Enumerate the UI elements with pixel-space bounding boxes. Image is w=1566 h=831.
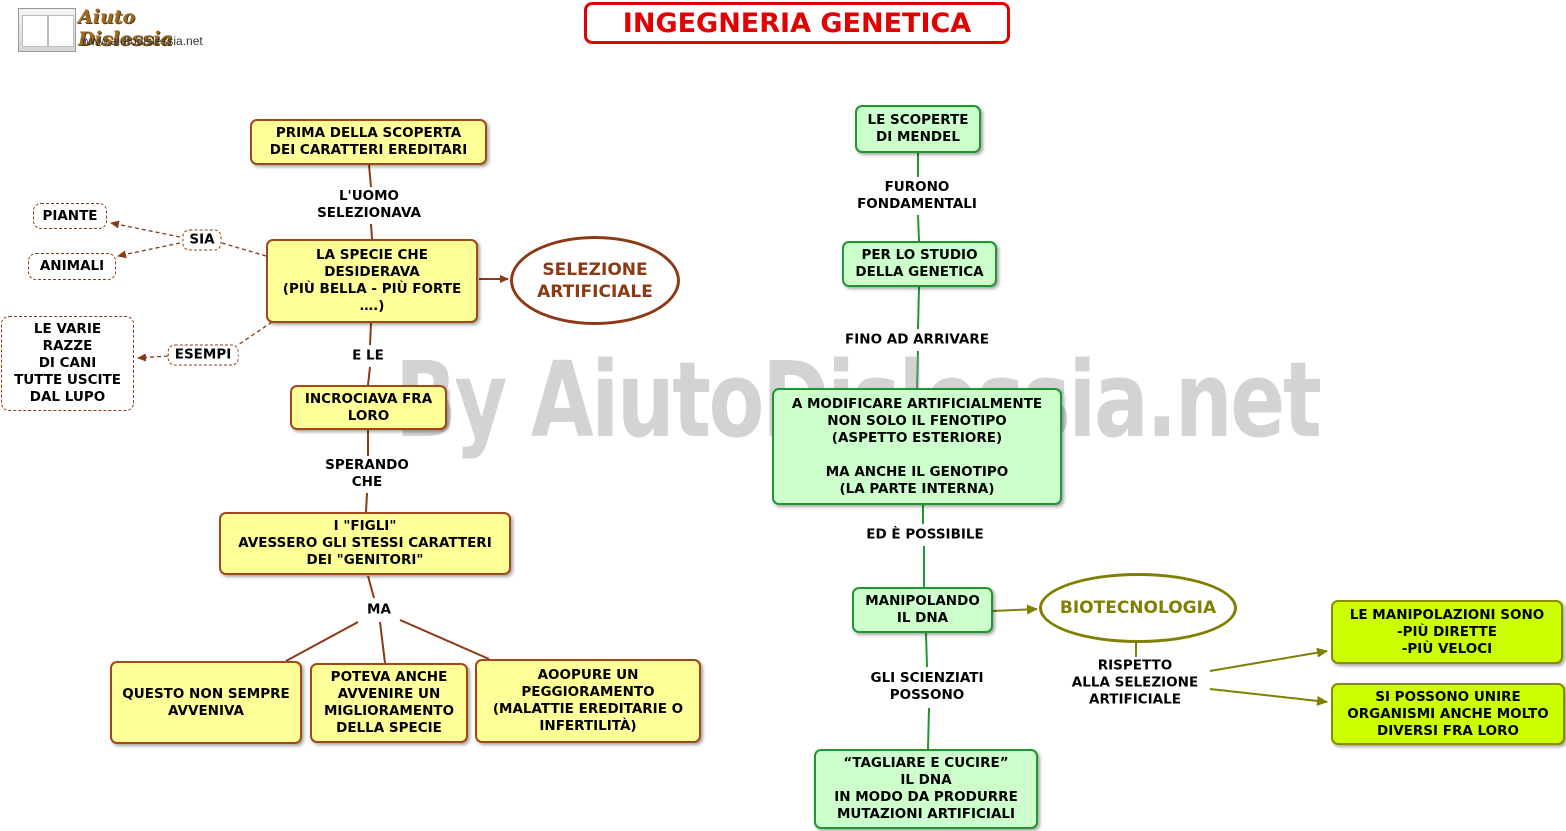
node-specie[interactable]: LA SPECIE CHE DESIDERAVA (PIÙ BELLA - PI… — [266, 239, 478, 323]
book-logo-icon — [18, 8, 76, 52]
node-razze-cani[interactable]: LE VARIE RAZZE DI CANI TUTTE USCITE DAL … — [1, 316, 134, 411]
node-piante[interactable]: PIANTE — [33, 203, 107, 229]
link-label-esempi: ESEMPI — [167, 344, 239, 366]
dash-specie-esempi — [237, 321, 273, 346]
line-sperando-figli — [365, 492, 368, 513]
line-fino-modificare — [916, 350, 919, 389]
node-mendel[interactable]: LE SCOPERTE DI MENDEL — [855, 105, 981, 153]
node-manipolazioni-dirette[interactable]: LE MANIPOLAZIONI SONO -PIÙ DIRETTE -PIÙ … — [1331, 600, 1563, 664]
arrow-rispetto-unire — [1209, 688, 1328, 706]
line-figli-ma — [367, 575, 375, 599]
line-prima-uomo — [368, 164, 372, 188]
link-label-possibile: ED È POSSIBILE — [866, 526, 984, 544]
node-biotecnologia[interactable]: BIOTECNOLOGIA — [1039, 573, 1237, 643]
link-label-sia: SIA — [182, 229, 222, 251]
line-scienziati-tagliare — [927, 707, 930, 750]
line-specie-ele — [369, 322, 372, 346]
node-modificare[interactable]: A MODIFICARE ARTIFICIALMENTE NON SOLO IL… — [772, 388, 1062, 505]
node-miglioramento[interactable]: POTEVA ANCHE AVVENIRE UN MIGLIORAMENTO D… — [310, 663, 468, 743]
node-selezione-artificiale[interactable]: SELEZIONE ARTIFICIALE — [510, 236, 680, 325]
line-ele-incrociava — [367, 366, 371, 386]
node-non-sempre[interactable]: QUESTO NON SEMPRE AVVENIVA — [110, 661, 302, 744]
site-logo[interactable]: Aiuto Dislessia www.aiutodislessia.net — [18, 6, 228, 52]
line-ma-peggioramento — [399, 619, 490, 660]
arrow-esempi-razze — [137, 353, 169, 362]
link-label-scienziati: GLI SCIENZIATI POSSONO — [870, 670, 984, 704]
arrow-sia-animali — [117, 242, 181, 259]
logo-url-text: www.aiutodislessia.net — [82, 34, 203, 48]
node-incrociava[interactable]: INCROCIAVA FRA LORO — [290, 385, 447, 430]
node-prima-scoperta[interactable]: PRIMA DELLA SCOPERTA DEI CARATTERI EREDI… — [250, 119, 487, 165]
link-label-ma: MA — [367, 601, 391, 619]
line-studio-fino — [917, 286, 920, 330]
node-tagliare-cucire[interactable]: “TAGLIARE E CUCIRE” IL DNA IN MODO DA PR… — [814, 749, 1038, 829]
link-label-ele: E LE — [352, 347, 384, 365]
line-ma-nonsempre — [285, 621, 359, 662]
line-manipolando-scienziati — [925, 632, 928, 668]
dash-specie-sia — [221, 242, 267, 257]
link-label-sperando: SPERANDO CHE — [325, 457, 409, 491]
page-title: INGEGNERIA GENETICA — [584, 2, 1010, 44]
link-label-rispetto: RISPETTO ALLA SELEZIONE ARTIFICIALE — [1071, 657, 1199, 709]
node-peggioramento[interactable]: AOOPURE UN PEGGIORAMENTO (MALATTIE EREDI… — [475, 659, 701, 743]
node-animali[interactable]: ANIMALI — [28, 253, 116, 280]
arrow-rispetto-dirette — [1209, 647, 1328, 672]
arrow-manipolando-bio — [992, 604, 1038, 615]
line-ma-miglioramento — [379, 621, 386, 664]
arrow-sia-piante — [110, 220, 181, 238]
node-unire-organismi[interactable]: SI POSSONO UNIRE ORGANISMI ANCHE MOLTO D… — [1331, 683, 1565, 745]
link-label-furono: FURONO FONDAMENTALI — [857, 179, 977, 213]
node-studio-genetica[interactable]: PER LO STUDIO DELLA GENETICA — [842, 241, 997, 287]
node-manipolando[interactable]: MANIPOLANDO IL DNA — [852, 587, 993, 633]
link-label-uomo: L'UOMO SELEZIONAVA — [317, 188, 421, 222]
logo-brand-text: Aiuto Dislessia — [78, 6, 173, 50]
line-uomo-specie — [370, 223, 373, 240]
link-label-fino: FINO AD ARRIVARE — [845, 331, 989, 349]
line-furono-studio — [917, 214, 920, 242]
node-figli[interactable]: I "FIGLI" AVESSERO GLI STESSI CARATTERI … — [219, 512, 511, 575]
